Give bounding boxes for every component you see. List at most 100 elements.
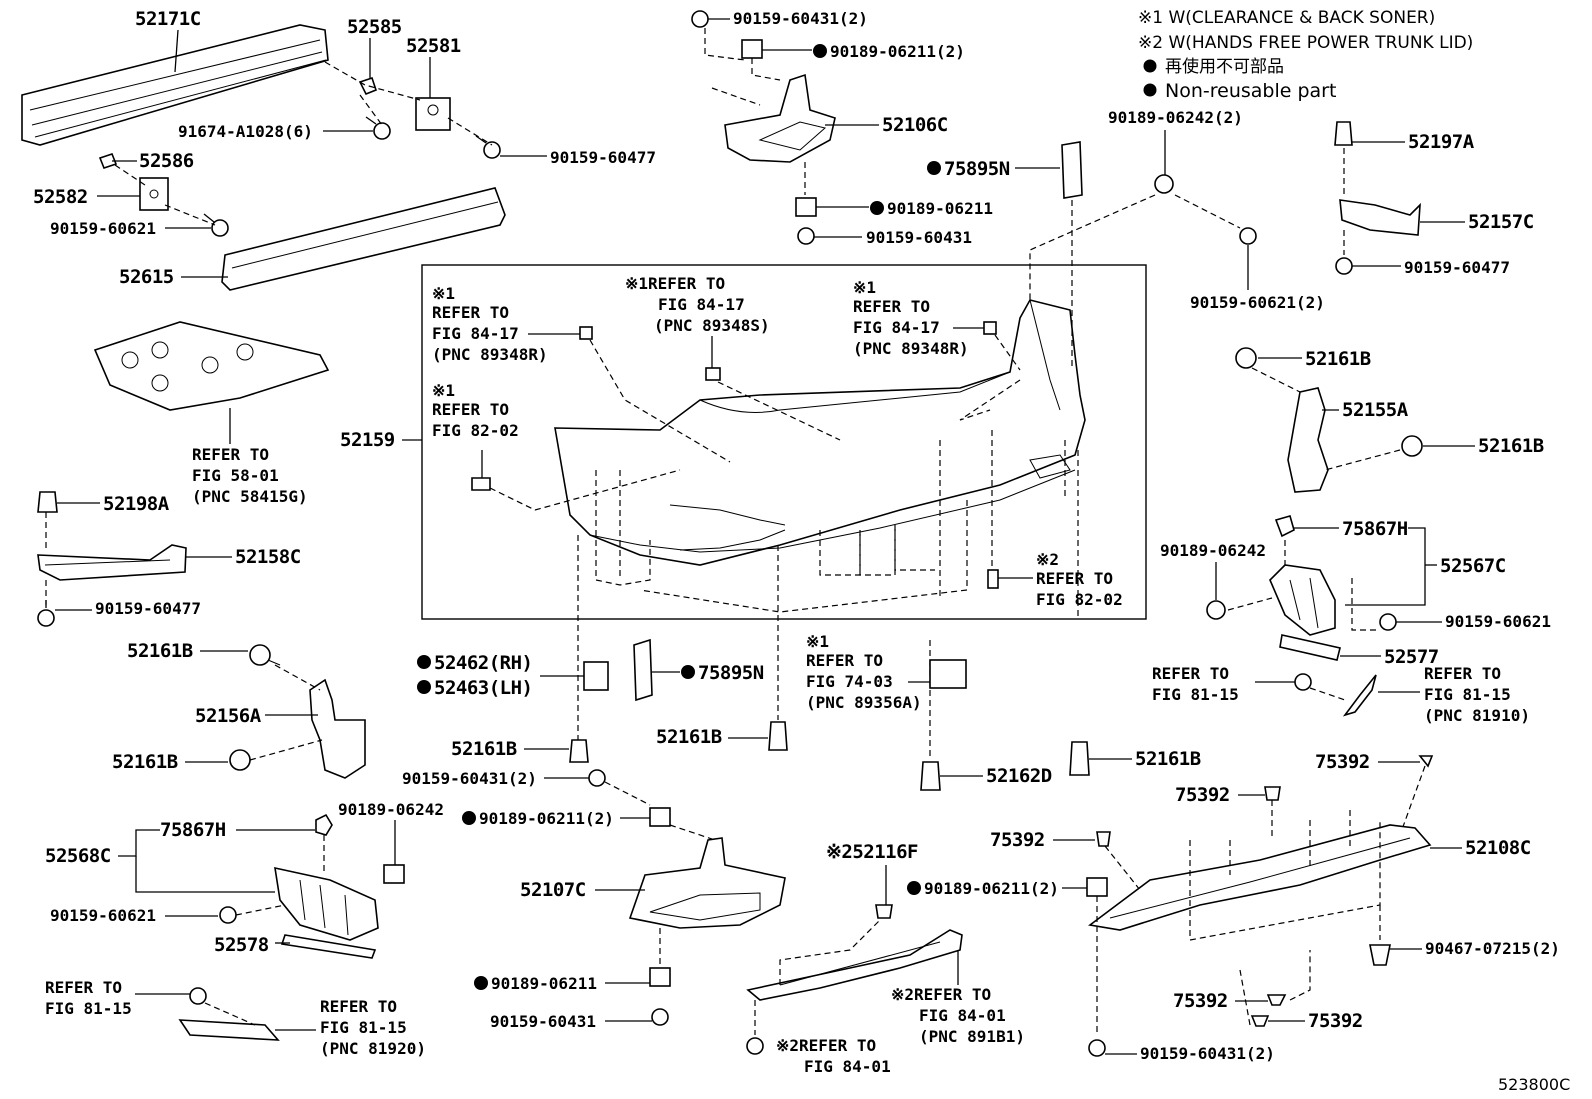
bolt-icon [1379,613,1397,631]
clip-icon [569,739,589,763]
box-ref3-line2: FIG 84-17 [658,295,745,314]
bumper-cover-box [421,264,1147,620]
sensor-89348R-b-icon [983,321,997,335]
bumper-cover-illustration [554,299,1086,566]
box-ref4-line1: ※1 [853,278,876,297]
label-52171C: 52171C [135,8,201,30]
label-90159-60431-mid: 90159-60431 [866,228,972,247]
bolt-icon [746,1037,764,1055]
clip-icon [189,987,207,1005]
undercover-illustration [93,321,330,411]
label-75392-a: 75392 [1315,751,1370,773]
label-52586: 52586 [139,150,194,172]
label-75895N-top: 75895N [944,158,1010,180]
label-90159-60431-top: 90159-60431(2) [733,9,868,28]
label-90189-06211-lo: 90189-06211(2) [479,809,614,828]
bolt-icon [365,116,391,140]
box-ref1-line2: REFER TO [432,303,509,322]
nut-icon [1154,174,1174,194]
label-52198A: 52198A [103,493,170,515]
refer-58-line1: REFER TO [192,445,269,464]
non-reusable-dot-icon [927,161,941,175]
refer-8115-d-line2: FIG 81-15 [1424,685,1511,704]
bracket-52106C-illustration [724,73,836,163]
box-ref3-line1: ※1REFER TO [625,274,725,293]
clip-75392-icon [1264,786,1281,801]
refer-8401-a-line1: ※2REFER TO [891,985,991,1004]
clip-icon [1369,944,1391,966]
label-52577: 52577 [1384,646,1439,668]
plate-89356A-illustration [929,659,967,689]
note-1: ※1 W(CLEARANCE & BACK SONER) [1138,8,1435,28]
non-reusable-dot-icon [462,811,476,825]
nut-icon [383,864,405,884]
bracket-52567C-illustration [1269,564,1336,636]
label-90159-60621-r: 90159-60621(2) [1190,293,1325,312]
note-jp: 再使用不可部品 [1165,56,1284,77]
bracket-52156A-illustration [309,678,366,779]
box-ref2-line1: ※1 [432,381,455,400]
label-52162D: 52162D [986,765,1052,787]
refer-8401-a-line3: (PNC 891B1) [919,1027,1025,1046]
label-52578: 52578 [214,934,269,956]
bolt-icon [1335,257,1353,275]
clip-icon [1274,515,1295,538]
nut-icon [649,807,671,827]
label-52197A: 52197A [1408,131,1475,153]
label-90159-60431-lo: 90159-60431(2) [402,769,537,788]
non-reusable-dot-icon [907,881,921,895]
label-52116F: ※252116F [826,841,918,863]
refer-8115-a-line2: FIG 81-15 [45,999,132,1018]
label-90189-06211-top: 90189-06211(2) [830,42,965,61]
label-90159-60621: 90159-60621 [50,219,156,238]
label-90467-07215: 90467-07215(2) [1425,939,1560,958]
bolt-icon [691,10,709,28]
box-ref2-line3: FIG 82-02 [432,421,519,440]
label-52567C: 52567C [1440,555,1506,577]
refer-8115-d-line3: (PNC 81910) [1424,706,1530,725]
label-90189-06242-r: 90189-06242(2) [1108,108,1243,127]
refer-8115-b-line2: FIG 81-15 [320,1018,407,1037]
label-90189-06242-a: 90189-06242 [338,800,444,819]
label-75867H-b: 75867H [1342,518,1408,540]
nut-icon [1086,877,1108,897]
label-52463: 52463(LH) [434,677,532,699]
bolt-icon [37,600,55,627]
box-ref1-line1: ※1 [432,284,455,303]
refer-58-line3: (PNC 58415G) [192,487,308,506]
refer-8401-b-line2: FIG 84-01 [804,1057,891,1076]
nut-icon [795,197,817,217]
diffuser-52108C-illustration [1088,824,1432,931]
label-90159-60621-b: 90159-60621 [50,906,156,925]
label-90159-60477-b: 90159-60477 [95,599,201,618]
nut-icon [1206,600,1226,620]
refer-7403-line2: REFER TO [806,651,883,670]
non-reusable-dot-icon [474,976,488,990]
box-ref5-line2: REFER TO [1036,569,1113,588]
box-ref2-line2: REFER TO [432,400,509,419]
reflector-81910-illustration [1342,674,1377,717]
bracket-52581-illustration [415,97,451,131]
non-reusable-dot-icon [417,680,431,694]
bolt-icon [219,906,237,924]
label-90159-60431-lo2: 90159-60431 [490,1012,596,1031]
note-en: Non-reusable part [1165,80,1336,102]
clip-75392-icon [1266,994,1287,1006]
label-75895N-b: 75895N [698,662,764,684]
clip-52586-icon [98,153,118,169]
non-reusable-dot-icon [813,44,827,58]
retainer-52197A-icon [1334,121,1353,146]
label-52568C: 52568C [45,845,111,867]
refer-8401-b-line1: ※2REFER TO [776,1036,876,1055]
bolt-icon [1088,1039,1106,1057]
reflector-81920-illustration [178,1019,280,1041]
clip-icon [315,813,333,836]
label-75392-c: 75392 [990,829,1045,851]
label-52161B-d: 52161B [1478,435,1544,457]
label-52157C: 52157C [1468,211,1534,233]
sensor-89348R-icon [579,326,593,340]
bolt-icon [797,227,815,245]
clip-icon [1069,741,1090,776]
label-90159-60431-r: 90159-60431(2) [1140,1044,1275,1063]
